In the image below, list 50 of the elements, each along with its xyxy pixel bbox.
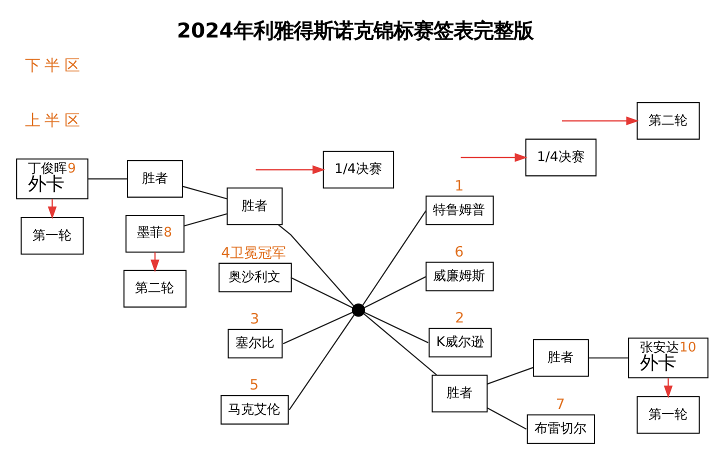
label: 上 半 区 [24, 110, 80, 129]
arrow [255, 164, 325, 174]
connector [278, 224, 354, 306]
node-box: 墨菲8 [124, 214, 184, 252]
node-circle [351, 303, 365, 316]
connector [282, 311, 352, 344]
connector [588, 356, 628, 358]
node-box: 胜者 [226, 187, 282, 225]
connector [362, 210, 426, 306]
node-box: 1/4决赛 [322, 150, 394, 188]
arrow [47, 198, 56, 219]
connector [486, 406, 526, 430]
arrow [663, 378, 672, 398]
node-box: 布雷切尔 [526, 414, 594, 444]
node-box: 塞尔比 [227, 328, 282, 358]
node-label: 6 [454, 244, 464, 260]
node-box: 威廉姆斯 [425, 261, 494, 291]
node-box: 胜者 [431, 374, 488, 412]
connector [364, 311, 428, 343]
arrow [460, 152, 527, 162]
node-box: 第一轮 [636, 396, 700, 434]
connector [87, 178, 127, 179]
connector [362, 312, 437, 376]
connector [364, 276, 426, 308]
connector [290, 276, 352, 308]
node-box: 第二轮 [122, 269, 186, 308]
connector [183, 212, 227, 226]
node-box: 第一轮 [20, 216, 84, 254]
node-box: K威尔逊 [428, 327, 492, 357]
node-label: 4卫冕冠军 [220, 244, 286, 261]
node-box: 1/4决赛 [524, 138, 596, 176]
arrow [562, 116, 638, 125]
connector [182, 185, 227, 199]
node-box: 特鲁姆普 [425, 195, 494, 225]
label: 下 半 区 [24, 56, 80, 74]
node-label: 1 [454, 178, 464, 194]
node-box: 丁俊晖9 外卡 [16, 158, 88, 199]
node-box: 第二轮 [636, 102, 700, 140]
node-box: 奥沙利文 [218, 262, 292, 292]
connector [288, 314, 354, 410]
node-box: 胜者 [126, 160, 182, 198]
node-label: 2 [454, 310, 464, 326]
node-box: 张安达10 外卡 [628, 337, 708, 378]
node-box: 马克艾伦 [220, 394, 288, 424]
node-box: 胜者 [532, 338, 588, 376]
connector [486, 366, 533, 384]
node-label: 5 [249, 377, 258, 394]
node-label: 3 [250, 311, 259, 328]
node-label: 7 [555, 396, 564, 412]
diagram-title: 2024年利雅得斯诺克锦标赛签表完整版 [176, 18, 533, 42]
